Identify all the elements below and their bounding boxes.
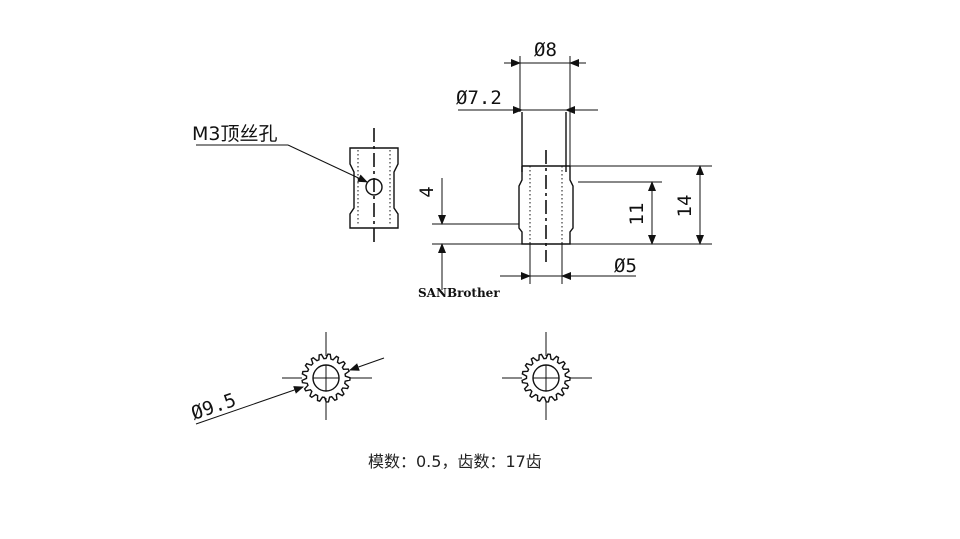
height-14-label: 14 [674,195,696,218]
side-view-left: M3顶丝孔 [192,123,399,244]
height-11-label: 11 [626,203,648,226]
brand-watermark: SANBrother [418,286,500,300]
inner-diameter-label: Ø7.2 [456,87,502,109]
side-view-right: Ø8 Ø7.2 Ø5 4 11 14 [416,39,712,290]
set-screw-label: M3顶丝孔 [192,123,277,145]
height-4-label: 4 [416,186,438,197]
gear-diameter-label: Ø9.5 [188,389,238,425]
outer-diameter-label: Ø8 [534,39,557,61]
gear-top-view-right [502,332,592,420]
gear-top-view-left: Ø9.5 [188,332,385,425]
bore-diameter-label: Ø5 [614,255,637,277]
gear-outline-left [301,353,351,403]
set-screw-hole-circle [365,178,383,196]
gear-outline-right [521,353,571,403]
gear-spec-caption: 模数：0.5，齿数：17齿 [368,452,542,471]
